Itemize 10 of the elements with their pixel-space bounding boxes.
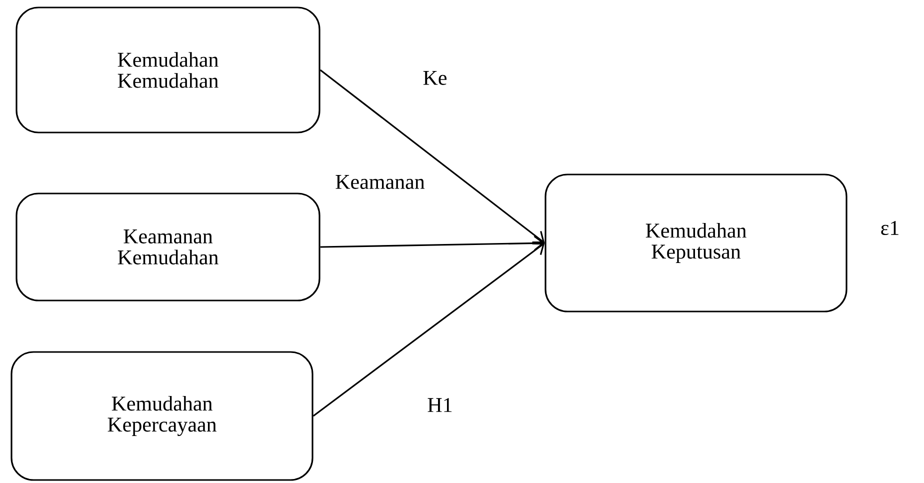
rounded-box: Keamanan Kemudahan [16,192,320,302]
arrow [312,242,545,417]
edge-label: H1 [426,397,454,413]
error-term: ε1 [881,220,898,236]
rounded-box: Kemudahan Keputusan [544,174,848,312]
rounded-box: Kemudahan Kepercayaan [10,351,314,481]
rounded-box: Kemudahan Kemudahan [16,6,320,134]
edge-label: Ke [422,70,448,86]
arrow [320,69,545,244]
edge-label: Keamanan [334,174,426,190]
